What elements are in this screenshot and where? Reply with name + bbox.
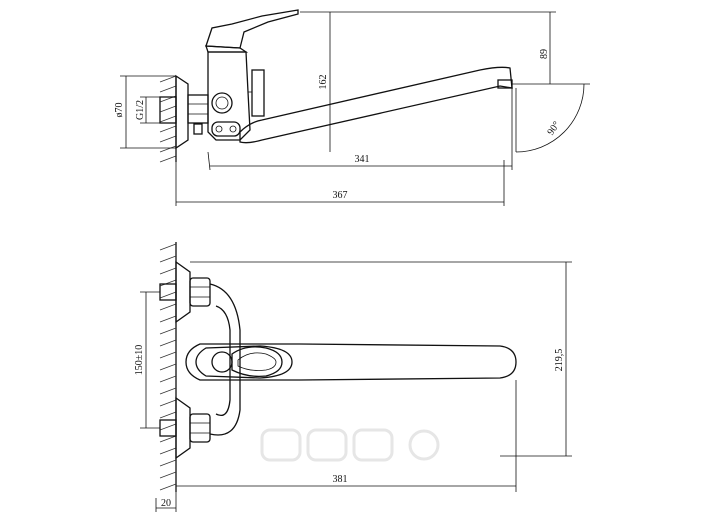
flange-side: [159, 74, 189, 150]
faucet-body-top: [209, 283, 241, 436]
dim-total-length: 367: [333, 190, 348, 201]
spout-side: [239, 66, 517, 152]
dimension-lines-top: [140, 261, 572, 512]
connector-nut: [187, 94, 209, 135]
spout-top: [185, 343, 517, 381]
faucet-body-side: [207, 51, 265, 141]
dim-thread: G1/2: [135, 100, 146, 120]
handle-side: [205, 9, 299, 53]
dimension-lines-side: [120, 11, 590, 206]
dim-wall-offset: 20: [161, 498, 171, 509]
wall-hatch-side: [159, 75, 177, 163]
watermark-logo: [260, 428, 440, 462]
top-view: [140, 242, 572, 512]
dim-spout-reach-top: 381: [333, 474, 348, 485]
wall-hatch-top: [159, 242, 177, 492]
dim-handle-height: 89: [539, 49, 550, 59]
dim-flange-diameter: ø70: [114, 103, 125, 118]
side-view: [120, 9, 590, 206]
dim-center-distance: 150±10: [134, 345, 145, 376]
upper-inlet: [159, 260, 211, 324]
dim-total-height: 219,5: [554, 349, 565, 372]
dim-body-height: 162: [318, 75, 329, 90]
dim-spout-angle: 90°: [545, 120, 562, 138]
lower-inlet: [159, 396, 211, 460]
dim-spout-reach-side: 341: [355, 154, 370, 165]
